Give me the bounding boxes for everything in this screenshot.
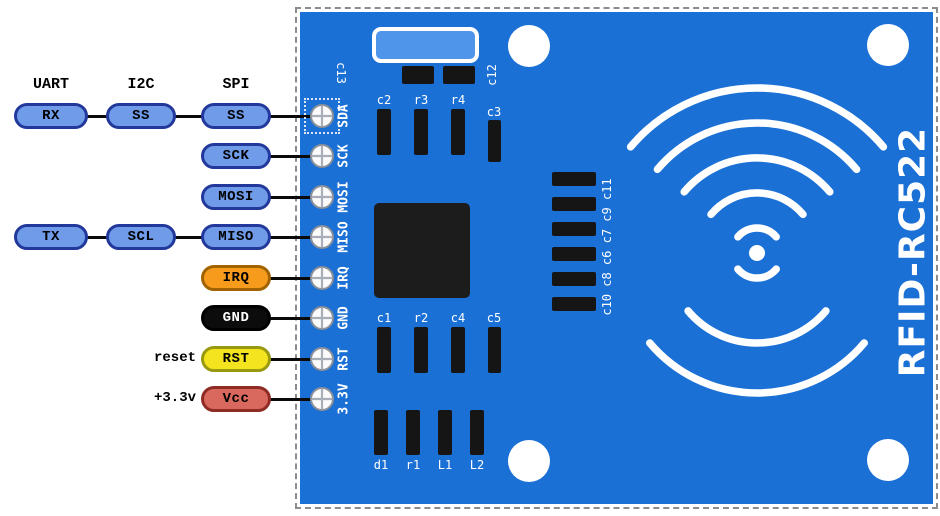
silkscreen-label-c4: c4 (450, 311, 466, 325)
column-header-spi: SPI (222, 76, 250, 93)
pin-label-3v3: 3.3V (336, 383, 352, 415)
wire-row-rst (236, 358, 322, 361)
silkscreen-label-c5: c5 (486, 311, 502, 325)
mounting-hole (508, 440, 550, 482)
silkscreen-label-c2: c2 (376, 93, 392, 107)
pill-gnd: GND (201, 305, 271, 331)
pill-spi-sck: SCK (201, 143, 271, 169)
wire-row-sda (50, 115, 322, 118)
crystal-component (372, 27, 479, 63)
wire-row-mosi (236, 196, 322, 199)
pin-label-irq: IRQ (336, 266, 352, 290)
main-ic-chip (374, 203, 470, 298)
mounting-hole (508, 25, 550, 67)
component-pad (552, 272, 596, 286)
module-outline (295, 7, 938, 509)
pill-uart-tx: TX (14, 224, 88, 250)
pin-mosi (310, 185, 334, 209)
wire-row-gnd (236, 317, 322, 320)
silkscreen-label-c1: c1 (376, 311, 392, 325)
pill-spi-miso: MISO (201, 224, 271, 250)
component-c5 (488, 327, 501, 373)
wire-row-irq (236, 277, 322, 280)
pin-gnd (310, 306, 334, 330)
silkscreen-label-d1: d1 (373, 458, 389, 472)
mounting-hole (867, 439, 909, 481)
silkscreen-label-r1: r1 (405, 458, 421, 472)
pill-i2c-scl: SCL (106, 224, 176, 250)
pin-miso (310, 225, 334, 249)
pill-irq: IRQ (201, 265, 271, 291)
wire-row-sck (236, 155, 322, 158)
silkscreen-label-L1: L1 (437, 458, 453, 472)
component-pad (402, 66, 434, 84)
pin-rst (310, 347, 334, 371)
pill-uart-rx: RX (14, 103, 88, 129)
component-c3 (488, 120, 501, 162)
silkscreen-label-L2: L2 (469, 458, 485, 472)
component-d1 (374, 410, 388, 455)
note-reset: reset (153, 350, 196, 366)
pin1-square-pad (304, 98, 340, 134)
pin-label-rst: RST (336, 347, 352, 371)
component-pad (552, 222, 596, 236)
component-c2 (377, 109, 391, 155)
column-header-uart: UART (32, 76, 69, 93)
component-L2 (470, 410, 484, 455)
silkscreen-label-r4: r4 (450, 93, 466, 107)
wire-row-vcc (236, 398, 322, 401)
pill-spi-ss: SS (201, 103, 271, 129)
pin-irq (310, 266, 334, 290)
pin-label-miso: MISO (336, 221, 352, 253)
note-power: +3.3v (153, 390, 196, 406)
component-r1 (406, 410, 420, 455)
pin-sda (310, 104, 334, 128)
pin-label-sda: SDA (336, 104, 352, 128)
silkscreen-label-r3: r3 (413, 93, 429, 107)
wire-row-miso (50, 236, 322, 239)
column-header-i2c: I2C (127, 76, 155, 93)
mounting-hole (867, 24, 909, 66)
component-pad (443, 66, 475, 84)
pill-spi-mosi: MOSI (201, 184, 271, 210)
silkscreen-label-c3: c3 (486, 105, 502, 119)
silkscreen-label-c12: c12 (485, 64, 499, 86)
pin-label-sck: SCK (336, 144, 352, 168)
pill-i2c-ss: SS (106, 103, 176, 129)
component-pad (552, 172, 596, 186)
silkscreen-label-r2: r2 (413, 311, 429, 325)
pin-label-gnd: GND (336, 306, 352, 330)
pin-sck (310, 144, 334, 168)
silkscreen-label-c13: c13 (334, 62, 348, 84)
component-c1 (377, 327, 391, 373)
pill-vcc: Vcc (201, 386, 271, 412)
component-r3 (414, 109, 428, 155)
component-L1 (438, 410, 452, 455)
silkscreen-label-right-column: c10 c8 c6 c7 c9 c11 (600, 178, 614, 316)
component-r4 (451, 109, 465, 155)
pill-rst: RST (201, 346, 271, 372)
component-r2 (414, 327, 428, 373)
component-pad (552, 247, 596, 261)
component-c4 (451, 327, 465, 373)
component-pad (552, 197, 596, 211)
pin-3v3 (310, 387, 334, 411)
board-title: RFID-RC522 (892, 126, 934, 378)
pin-label-mosi: MOSI (336, 181, 352, 213)
component-pad (552, 297, 596, 311)
